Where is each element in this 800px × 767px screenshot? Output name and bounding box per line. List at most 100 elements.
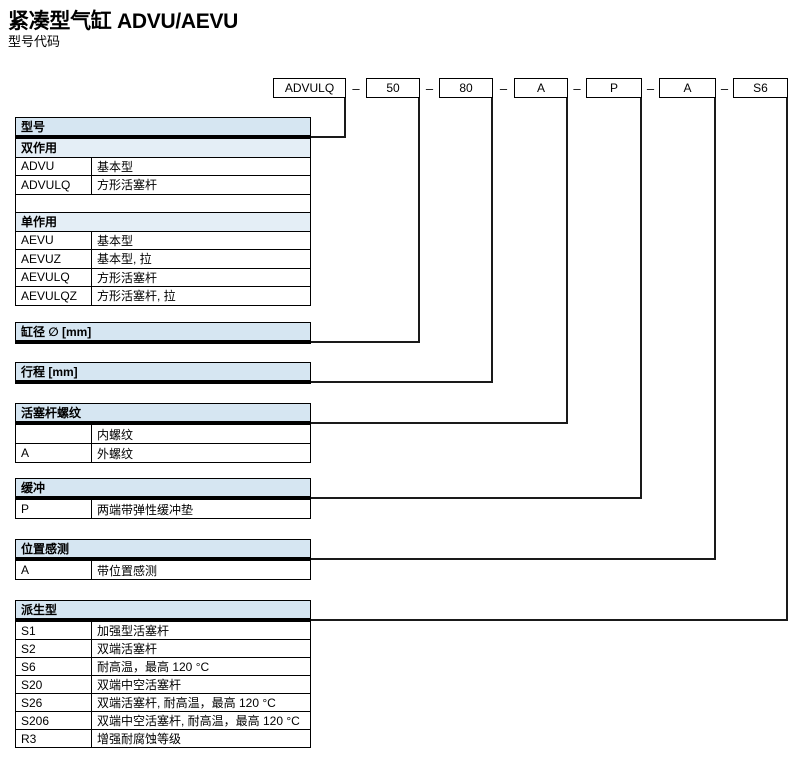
code-separator-dash: – — [352, 80, 360, 96]
desc-cell: 加强型活塞杆 — [97, 624, 170, 638]
table-row: AEVU 基本型 — [15, 231, 311, 250]
code-connector-vline — [491, 98, 493, 383]
table-row: R3 增强耐腐蚀等级 — [15, 730, 311, 748]
code-connector-vline — [786, 98, 788, 621]
group-header-label: 双作用 — [21, 141, 58, 156]
table-row: 内螺纹 — [15, 425, 311, 444]
code-cell: AEVULQZ — [16, 287, 92, 305]
code-cell: A — [16, 444, 92, 462]
table-row: S6 耐高温，最高 120 °C — [15, 658, 311, 676]
code-cell: S2 — [16, 640, 92, 657]
code-connector-vline — [714, 98, 716, 560]
desc-cell: 基本型 — [97, 233, 134, 248]
code-connector-vline — [566, 98, 568, 424]
desc-cell: 双端中空活塞杆, 耐高温，最高 120 °C — [97, 714, 300, 728]
desc-cell: 耐高温，最高 120 °C — [97, 660, 210, 674]
code-separator-dash: – — [720, 80, 729, 96]
code-cell: S26 — [16, 694, 92, 711]
code-cell: ADVULQ — [16, 176, 92, 194]
code-separator-dash: – — [425, 80, 434, 96]
section-header: 位置感测 — [15, 539, 311, 561]
section-stroke: 行程 [mm] — [15, 362, 311, 384]
section-header: 型号 — [15, 117, 311, 139]
desc-cell: 外螺纹 — [97, 446, 134, 461]
desc-cell: 两端带弹性缓冲垫 — [97, 502, 194, 517]
table-row: ADVU 基本型 — [15, 157, 311, 176]
section-piston-rod-thread: 活塞杆螺纹内螺纹 A 外螺纹 — [15, 403, 311, 463]
code-connector-vline — [418, 98, 420, 343]
section-header: 缓冲 — [15, 478, 311, 500]
desc-cell: 带位置感测 — [97, 563, 158, 578]
table-row: ADVULQ 方形活塞杆 — [15, 176, 311, 195]
code-cell: A — [16, 561, 92, 579]
code-connector-hline — [311, 422, 566, 424]
code-box-6: A — [659, 78, 716, 98]
code-cell — [16, 425, 92, 443]
section-header: 活塞杆螺纹 — [15, 403, 311, 425]
page-subtitle: 型号代码 — [8, 34, 61, 49]
code-separator-dash: – — [499, 80, 508, 96]
code-box-5: P — [586, 78, 642, 98]
table-row: AEVULQ 方形活塞杆 — [15, 268, 311, 287]
code-separator-dash: – — [573, 80, 581, 96]
code-cell: S6 — [16, 658, 92, 675]
table-row: S20 双端中空活塞杆 — [15, 676, 311, 694]
code-connector-hline — [311, 497, 640, 499]
desc-cell: 基本型 — [97, 159, 134, 174]
table-row: AEVUZ 基本型, 拉 — [15, 250, 311, 269]
group-header-label: 单作用 — [21, 215, 58, 230]
group-header-row: 单作用 — [15, 213, 311, 232]
section-header: 缸径 ∅ [mm] — [15, 322, 311, 344]
desc-cell: 内螺纹 — [97, 427, 134, 442]
desc-cell: 方形活塞杆 — [97, 270, 158, 285]
desc-cell: 双端活塞杆, 耐高温，最高 120 °C — [97, 696, 276, 710]
code-connector-hline — [311, 619, 786, 621]
page-title: 紧凑型气缸 ADVU/AEVU — [8, 10, 239, 33]
table-row: S26 双端活塞杆, 耐高温，最高 120 °C — [15, 694, 311, 712]
table-row: AEVULQZ 方形活塞杆, 拉 — [15, 287, 311, 306]
table-row: P 两端带弹性缓冲垫 — [15, 500, 311, 519]
code-cell: ADVU — [16, 157, 92, 175]
code-cell: P — [16, 500, 92, 518]
code-cell: S1 — [16, 622, 92, 639]
spacer-row — [15, 194, 311, 213]
code-cell: R3 — [16, 730, 92, 747]
code-box-3: 80 — [439, 78, 493, 98]
code-cell: AEVUZ — [16, 250, 92, 268]
code-box-2: 50 — [366, 78, 420, 98]
code-box-1: ADVULQ — [273, 78, 346, 98]
table-row: S2 双端活塞杆 — [15, 640, 311, 658]
desc-cell: 增强耐腐蚀等级 — [97, 732, 182, 746]
code-separator-dash: – — [646, 80, 655, 96]
code-cell: AEVU — [16, 231, 92, 249]
code-cell: AEVULQ — [16, 268, 92, 286]
section-header: 派生型 — [15, 600, 311, 622]
table-row: A 外螺纹 — [15, 444, 311, 463]
code-connector-hline — [311, 136, 344, 138]
desc-cell: 方形活塞杆, 拉 — [97, 289, 176, 304]
desc-cell: 基本型, 拉 — [97, 252, 152, 267]
code-cell: S206 — [16, 712, 92, 729]
code-connector-hline — [311, 341, 418, 343]
code-box-4: A — [514, 78, 568, 98]
desc-cell: 双端活塞杆 — [97, 642, 158, 656]
section-header: 行程 [mm] — [15, 362, 311, 384]
code-cell: S20 — [16, 676, 92, 693]
desc-cell: 双端中空活塞杆 — [97, 678, 182, 692]
table-row: A 带位置感测 — [15, 561, 311, 580]
code-connector-vline — [344, 98, 346, 138]
desc-cell: 方形活塞杆 — [97, 178, 158, 193]
group-header-row: 双作用 — [15, 139, 311, 158]
code-connector-hline — [311, 558, 714, 560]
code-connector-vline — [640, 98, 642, 499]
code-connector-hline — [311, 381, 491, 383]
table-row: S1 加强型活塞杆 — [15, 622, 311, 640]
code-box-7: S6 — [733, 78, 788, 98]
section-bore-diameter: 缸径 ∅ [mm] — [15, 322, 311, 344]
